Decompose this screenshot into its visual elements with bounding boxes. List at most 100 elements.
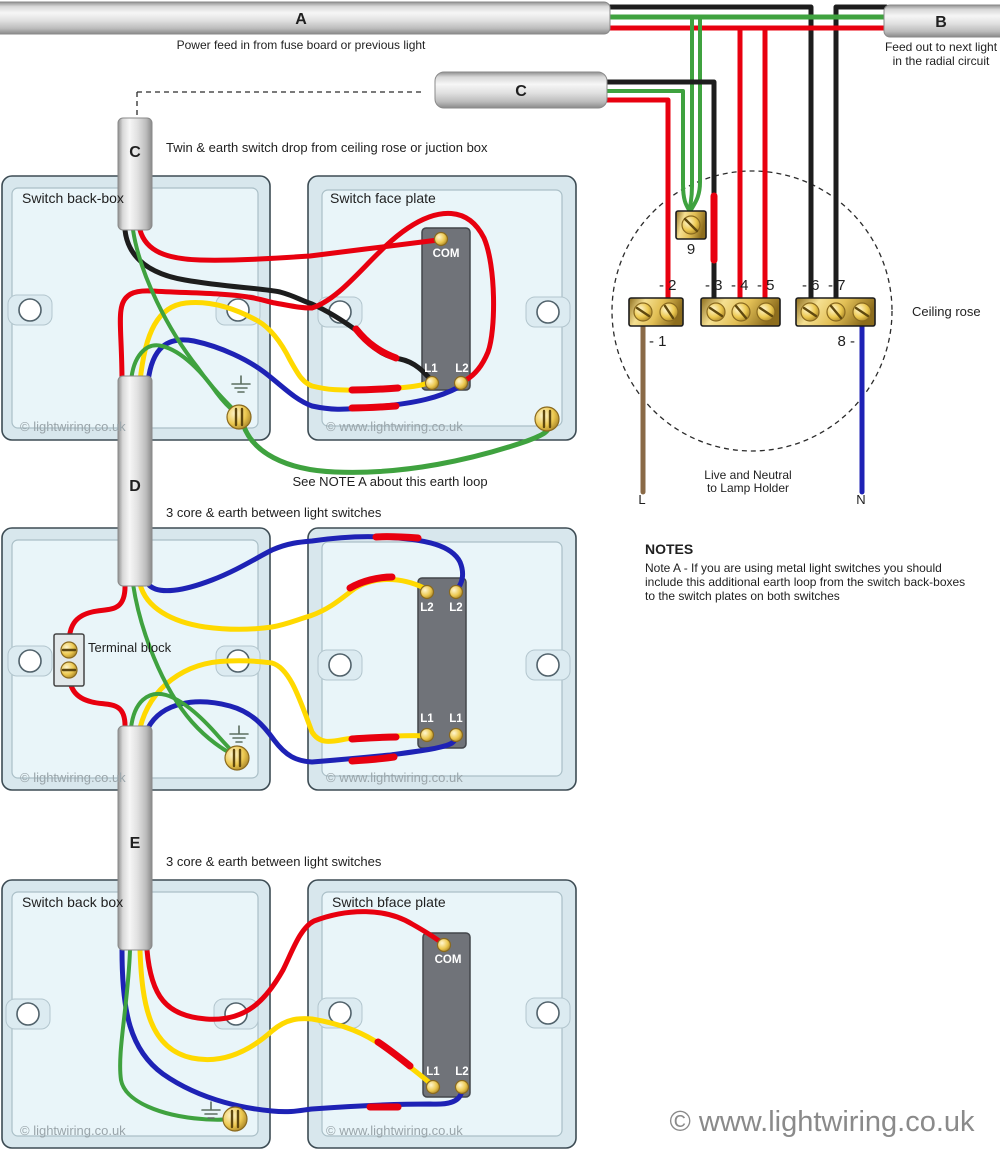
wire-earth-drop-b	[689, 15, 702, 212]
wire-switchdrop-red-to-t2	[602, 97, 671, 303]
rose-terminal-4-label: - 4	[731, 277, 749, 294]
faceplate2-hole-left	[328, 653, 352, 677]
sw3-l2-screw	[454, 1079, 470, 1095]
wire-neutral-b-to-t7	[833, 4, 889, 303]
sw1-l1-screw	[424, 375, 440, 391]
switch-terminal-screws	[419, 231, 470, 1095]
rose-slot-t3	[708, 306, 724, 318]
rose-terminal-9-label: 9	[687, 241, 695, 258]
switch2-wires	[66, 533, 466, 765]
backbox3-hole-left	[16, 1002, 40, 1026]
wire-black-to-l1-sw1	[122, 227, 434, 383]
cable-c-drop	[117, 117, 153, 231]
earth-screws	[201, 375, 560, 1132]
rose-terminal-6-label: - 6	[802, 277, 820, 294]
feed-wires	[602, 4, 889, 495]
cable-a-label: A	[295, 11, 307, 28]
faceplate2-hole-right	[536, 653, 560, 677]
rose-slot-t2	[663, 304, 675, 320]
rose-slot-t8	[854, 306, 870, 318]
sleeve-red-on-blue-sw1	[348, 402, 400, 412]
switch1-wires	[117, 210, 552, 475]
cable-b-label: B	[935, 14, 947, 31]
cable-b	[883, 4, 1000, 38]
sw1-com-screw	[433, 231, 449, 247]
terminal-block-label: Terminal block	[88, 640, 172, 655]
ceiling-rose-title: Ceiling rose	[912, 304, 981, 319]
rose-terminal-5-label: - 5	[757, 277, 775, 294]
cable-e	[117, 725, 153, 951]
cable-c-caption: Twin & earth switch drop from ceiling ro…	[166, 140, 488, 155]
rose-slot-t4	[734, 304, 748, 320]
wire-earth-drop-a	[688, 15, 694, 212]
wire-blue-to-l1b-sw2	[145, 699, 459, 765]
earth-screw-backbox1	[226, 404, 252, 430]
earth-symbol-backbox3	[201, 1101, 221, 1119]
cable-c-horizontal-label: C	[515, 83, 527, 100]
backbox3-title: Switch back box	[22, 894, 123, 910]
cable-a-caption: Power feed in from fuse board or previou…	[177, 38, 426, 52]
sleeve-red-on-blue-top-sw2	[372, 533, 422, 542]
wire-blue-to-l2-sw3	[119, 947, 465, 1115]
switch1-rocker-body	[421, 227, 471, 391]
earth-screw-backbox2	[224, 745, 250, 771]
wire-earth-bottom-sw2	[129, 691, 236, 755]
notes-heading: NOTES	[645, 541, 693, 557]
sw1-l2-label: L2	[455, 363, 468, 375]
earth-screw-backbox1-slot	[234, 407, 244, 427]
cable-b-caption-line1: Feed out to next light	[885, 40, 998, 54]
rose-slot-t1	[635, 306, 651, 318]
cable-d-caption: 3 core & earth between light switches	[166, 505, 382, 520]
cable-b-caption-line2: in the radial circuit	[893, 54, 990, 68]
sleeve-red-on-black-sw1	[352, 325, 400, 362]
wire-earth-top-sw2	[131, 582, 234, 756]
sw2-l1b-screw	[448, 727, 464, 743]
watermark: © www.lightwiring.co.uk	[669, 1106, 975, 1138]
earth-symbol-backbox2	[229, 725, 249, 743]
earth-screw-faceplate1-slot	[542, 409, 552, 429]
earth-loop-annotation: See NOTE A about this earth loop	[292, 474, 487, 489]
earth-screw-backbox3	[222, 1106, 248, 1132]
faceplate3-title: Switch bface plate	[332, 894, 446, 910]
sw3-com-screw	[436, 937, 452, 953]
sw3-com-label: COM	[435, 954, 462, 966]
sw2-l2b-screw	[448, 584, 464, 600]
earth-screw-backbox3-slot	[230, 1109, 240, 1129]
sleeve-red-on-blue-bottom-sw2	[348, 753, 398, 765]
cable-e-caption: 3 core & earth between light switches	[166, 854, 382, 869]
earth-screw-faceplate1	[534, 406, 560, 432]
sw3-l1-screw	[425, 1079, 441, 1095]
backbox2-copyright: © lightwiring.co.uk	[20, 770, 126, 785]
faceplate1-copyright: © www.lightwiring.co.uk	[326, 419, 463, 434]
notes-line1: Note A - If you are using metal light sw…	[645, 561, 942, 575]
rose-slot-t5	[758, 306, 774, 318]
faceplate1-title: Switch face plate	[330, 190, 436, 206]
lamp-caption-line1: Live and Neutral	[704, 468, 791, 482]
sleeve-red-on-yellow-bottom-sw2	[348, 733, 400, 743]
faceplate3-hole-right	[536, 1001, 560, 1025]
faceplate3-hole-left	[328, 1001, 352, 1025]
backbox1-title: Switch back-box	[22, 190, 124, 206]
sw1-l2-screw	[453, 375, 469, 391]
lamp-caption-line2: to Lamp Holder	[707, 481, 789, 495]
wire-earth-c-to-t9	[603, 89, 691, 212]
sleeve-red-on-yellow-sw1	[348, 384, 402, 394]
wire-red-to-com3	[144, 909, 445, 1022]
terminal-block-sw2	[53, 633, 85, 687]
notes-line2: include this additional earth loop from …	[645, 575, 965, 589]
wire-neutral-a-to-t6	[602, 4, 814, 303]
wire-earth-bottom-sw1	[129, 343, 238, 415]
cable-e-label: E	[130, 835, 141, 852]
rose-terminal-2-label: - 2	[659, 277, 677, 294]
notes-line3: to the switch plates on both switches	[645, 589, 840, 603]
rose-slot-t6	[802, 306, 818, 318]
rose-terminal9-slot	[683, 217, 699, 233]
backbox2-hole-left	[18, 649, 42, 673]
faceplate2-copyright: © www.lightwiring.co.uk	[326, 770, 463, 785]
backbox1-hole-left	[18, 298, 42, 322]
cable-d	[117, 375, 153, 587]
ceiling-rose-hardware	[628, 210, 876, 327]
sw2-l2a-label: L2	[420, 602, 433, 614]
